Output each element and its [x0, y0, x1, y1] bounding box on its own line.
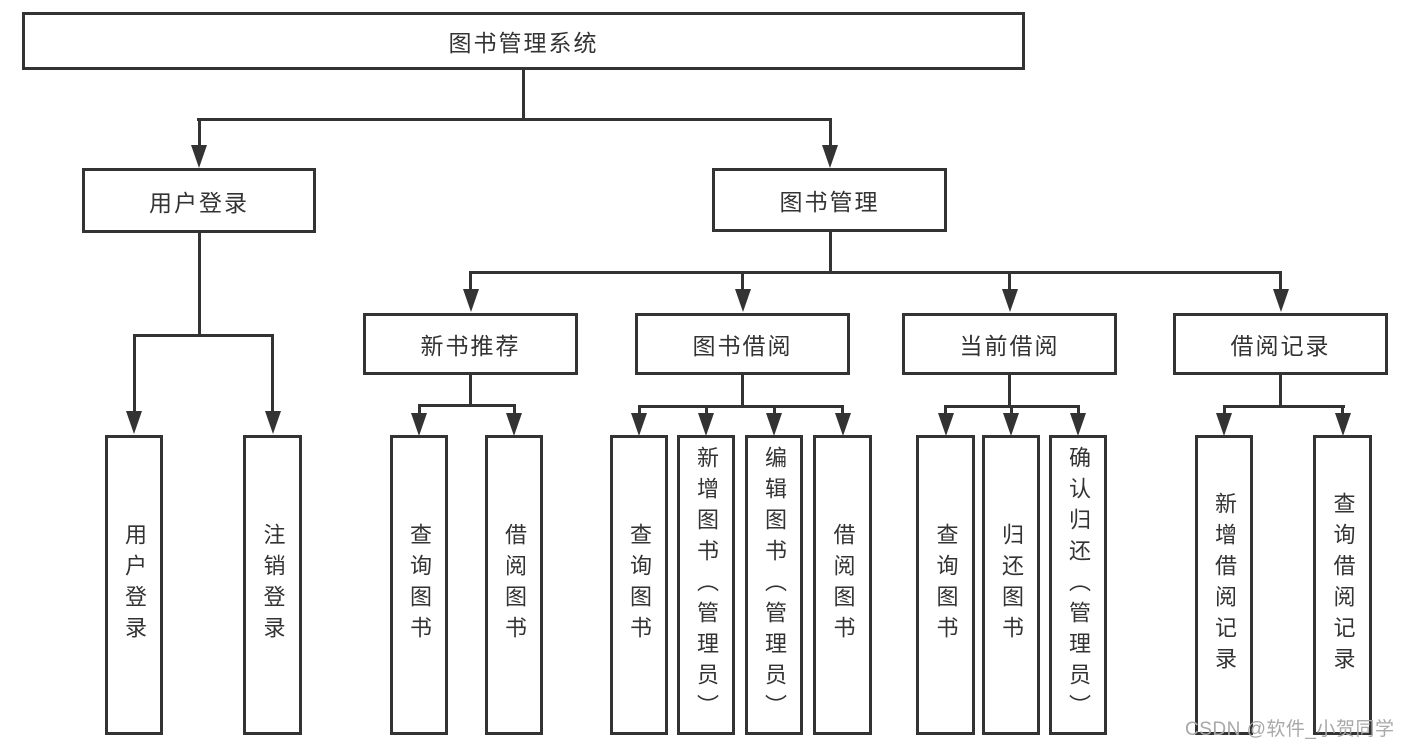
connector-logout-stem: [271, 336, 274, 413]
connector-user-login-vline: [197, 233, 201, 336]
connector-borrowing-vline: [741, 375, 744, 407]
node-label: 借阅图书: [830, 523, 856, 647]
arrow-down-icon-records: [1272, 289, 1289, 312]
node-new-book-recommend: 新书推荐: [363, 313, 578, 375]
connector-level2-hline: [197, 118, 832, 121]
node-leaf-cur-confirm-return-admin: 确认归还（管理员）: [1049, 435, 1107, 735]
connector-borrowing-stem: [741, 273, 744, 291]
node-label: 新书推荐: [420, 333, 521, 359]
connector-cur-return-stem: [1009, 407, 1013, 415]
connector-bor-edit-stem: [772, 407, 776, 415]
connector-records-vline: [1279, 375, 1282, 407]
connector-level3-hline: [469, 271, 1282, 274]
connector-root-vline: [522, 70, 525, 120]
node-label: 借阅图书: [502, 523, 527, 647]
node-borrowing-records: 借阅记录: [1173, 313, 1388, 375]
connector-bor-query-stem: [637, 407, 641, 415]
connector-records-group-hline: [1222, 405, 1345, 408]
node-label: 注销登录: [260, 523, 286, 647]
node-label: 新增借阅记录: [1212, 492, 1237, 678]
node-root: 图书管理系统: [22, 12, 1025, 70]
node-leaf-rec-query-record: 查询借阅记录: [1313, 435, 1372, 735]
arrow-down-icon-cur-return: [1003, 413, 1019, 436]
connector-current-group-hline: [944, 405, 1080, 408]
node-label: 借阅记录: [1230, 333, 1331, 359]
connector-book-mgmt-vline: [828, 232, 832, 273]
node-label: 图书借阅: [692, 333, 793, 359]
node-current-borrowing: 当前借阅: [902, 313, 1117, 375]
arrow-down-icon-new-books: [462, 289, 479, 312]
node-leaf-logout: 注销登录: [243, 435, 302, 735]
arrow-down-icon-bor-borrow: [834, 413, 851, 436]
node-user-login: 用户登录: [82, 168, 316, 233]
node-leaf-cur-return-books: 归还图书: [982, 435, 1040, 735]
arrow-down-icon-current: [1001, 289, 1018, 312]
connector-bor-borrow-stem: [841, 407, 844, 415]
connector-new-books-vline: [469, 375, 472, 406]
node-leaf-nb-query-books: 查询图书: [390, 435, 448, 735]
connector-rec-add-stem: [1222, 407, 1226, 415]
connector-borrowing-group-hline: [637, 405, 844, 408]
connector-current-stem: [1008, 273, 1011, 291]
node-label: 用户登录: [149, 189, 249, 216]
connector-user-login-stem: [197, 120, 201, 147]
arrow-down-icon-cur-query: [937, 413, 954, 436]
connector-cur-query-stem: [944, 407, 947, 415]
node-label: 查询图书: [933, 523, 959, 647]
connector-rec-query-stem: [1341, 407, 1344, 415]
arrow-down-icon-nb-query: [411, 413, 427, 436]
node-label: 当前借阅: [959, 333, 1060, 359]
arrow-down-icon-book-mgmt: [822, 145, 838, 168]
node-leaf-bor-add-books-admin: 新增图书（管理员）: [677, 435, 735, 735]
node-book-borrowing: 图书借阅: [635, 313, 850, 375]
node-leaf-nb-borrow-books: 借阅图书: [485, 435, 543, 735]
node-label: 查询图书: [407, 523, 432, 647]
arrow-down-icon-bor-edit: [766, 413, 782, 436]
node-book-management: 图书管理: [712, 168, 947, 232]
node-leaf-rec-add-record: 新增借阅记录: [1195, 435, 1253, 735]
connector-current-vline: [1008, 375, 1011, 407]
watermark: CSDN @软件_小贺同学: [1185, 719, 1395, 740]
arrow-down-icon-cur-confirm: [1070, 413, 1086, 436]
arrow-down-icon-rec-query: [1334, 413, 1351, 436]
node-label: 新增图书（管理员）: [694, 445, 719, 725]
connector-book-mgmt-stem: [828, 120, 832, 147]
node-label: 用户登录: [122, 523, 147, 647]
connector-records-stem: [1279, 273, 1282, 291]
connector-new-books-group-hline: [417, 404, 516, 407]
node-label: 查询借阅记录: [1330, 492, 1356, 678]
connector-nb-query-stem: [417, 406, 421, 415]
connector-cur-confirm-stem: [1076, 407, 1080, 415]
connector-user-login-group-hline: [132, 334, 274, 337]
node-leaf-bor-query-books: 查询图书: [610, 435, 668, 735]
node-label: 归还图书: [999, 523, 1024, 647]
node-leaf-cur-query-books: 查询图书: [916, 435, 975, 735]
arrow-down-icon-nb-borrow: [506, 413, 522, 436]
connector-nb-borrow-stem: [512, 406, 516, 415]
node-label: 编辑图书（管理员）: [762, 445, 787, 725]
connector-login-stem: [132, 336, 136, 413]
node-label: 图书管理系统: [448, 30, 599, 56]
connector-new-books-stem: [469, 273, 472, 291]
arrow-down-icon-logout: [264, 411, 281, 434]
node-label: 确认归还（管理员）: [1066, 445, 1091, 725]
arrow-down-icon-borrowing: [734, 289, 751, 312]
arrow-down-icon-login: [126, 411, 142, 434]
node-leaf-bor-edit-books-admin: 编辑图书（管理员）: [745, 435, 803, 735]
arrow-down-icon-bor-query: [631, 413, 647, 436]
node-label: 查询图书: [627, 523, 652, 647]
node-label: 图书管理: [779, 189, 880, 215]
node-leaf-user-login: 用户登录: [105, 435, 163, 735]
arrow-down-icon-user-login: [191, 145, 207, 168]
arrow-down-icon-bor-add: [698, 413, 714, 436]
connector-bor-add-stem: [704, 407, 708, 415]
arrow-down-icon-rec-add: [1216, 413, 1232, 436]
node-leaf-bor-borrow-books: 借阅图书: [813, 435, 872, 735]
